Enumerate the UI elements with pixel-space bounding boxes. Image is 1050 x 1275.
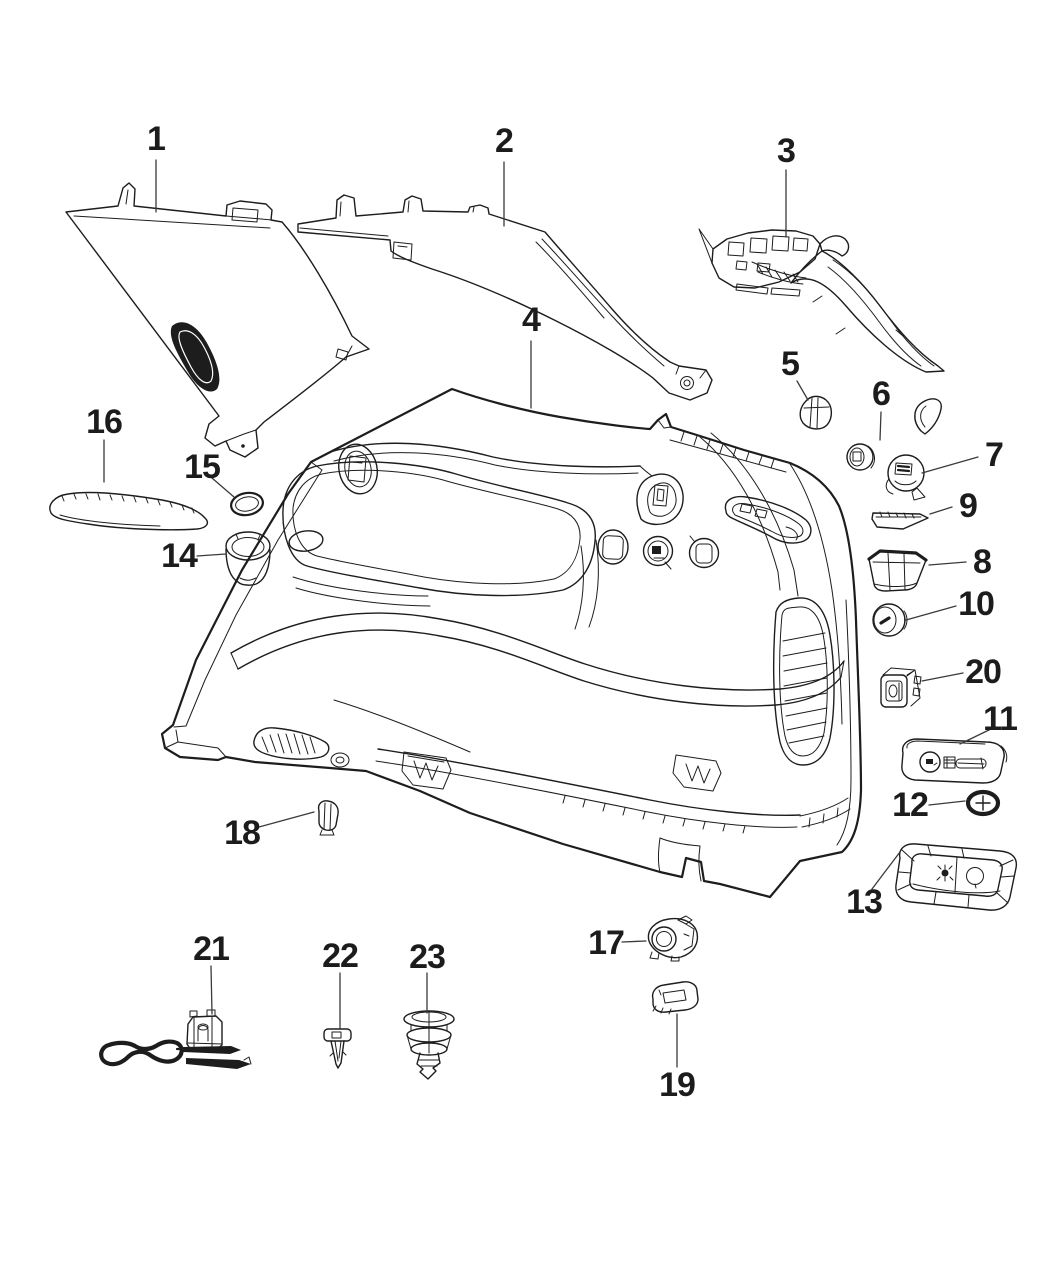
leader-18 bbox=[258, 811, 315, 828]
part-7-retainer-knob bbox=[885, 454, 926, 501]
part-9-trim-strip bbox=[871, 511, 929, 530]
part-21-tethered-clip bbox=[99, 1009, 252, 1069]
part-13-outlet-housing bbox=[895, 843, 1018, 911]
callout-21: 21 bbox=[193, 930, 230, 968]
callout-6: 6 bbox=[872, 375, 891, 413]
callout-9: 9 bbox=[959, 487, 978, 525]
callout-23: 23 bbox=[409, 938, 446, 976]
callout-20: 20 bbox=[965, 653, 1002, 691]
callout-14: 14 bbox=[161, 537, 198, 575]
leader-21 bbox=[210, 965, 213, 1015]
leader-12 bbox=[928, 800, 966, 806]
callout-17: 17 bbox=[588, 924, 625, 962]
part-23-push-pin-rivet bbox=[403, 1010, 455, 1080]
callout-1: 1 bbox=[147, 120, 166, 158]
part-4-quarter-trim-panel bbox=[160, 387, 863, 899]
part-12-screw-cap bbox=[965, 789, 1001, 817]
leader-13 bbox=[871, 851, 901, 890]
part-8-storage-bin bbox=[867, 549, 928, 592]
callout-22: 22 bbox=[322, 937, 359, 975]
callout-19: 19 bbox=[659, 1066, 696, 1104]
part-10-cap bbox=[872, 603, 908, 637]
part-6-socket-plug bbox=[846, 443, 876, 471]
small-cover-shape bbox=[914, 398, 942, 435]
callout-11: 11 bbox=[983, 700, 1018, 738]
part-18-clip bbox=[317, 800, 339, 836]
leader-17 bbox=[621, 940, 647, 943]
leader-14 bbox=[196, 553, 227, 557]
part-16-armrest-pad bbox=[49, 491, 209, 531]
part-17-bracket bbox=[647, 915, 699, 962]
callout-15: 15 bbox=[184, 448, 221, 486]
part-19-retainer-plate bbox=[651, 981, 699, 1015]
leader-7 bbox=[921, 456, 979, 474]
callout-3: 3 bbox=[777, 132, 796, 170]
leader-20 bbox=[921, 672, 964, 682]
callout-12: 12 bbox=[892, 786, 929, 824]
part-20-switch bbox=[880, 667, 922, 708]
leader-5 bbox=[796, 380, 809, 401]
leader-lines bbox=[103, 159, 992, 1068]
callout-4: 4 bbox=[522, 301, 541, 339]
part-22-push-clip bbox=[323, 1028, 352, 1069]
part-2-center-pillar-trim bbox=[297, 194, 713, 401]
callout-10: 10 bbox=[958, 585, 995, 623]
leader-8 bbox=[928, 561, 967, 566]
part-15-ring bbox=[230, 491, 264, 517]
callout-16: 16 bbox=[86, 403, 123, 441]
leader-15 bbox=[211, 477, 235, 498]
leader-11 bbox=[959, 728, 992, 745]
leader-10 bbox=[905, 605, 957, 621]
part-11-outlet-bezel bbox=[901, 738, 1008, 784]
part-5-plug-cap bbox=[799, 395, 833, 430]
part-14-cup-holder bbox=[225, 531, 271, 586]
part-3-right-pillar-trim bbox=[698, 228, 945, 373]
leader-9 bbox=[929, 506, 953, 515]
callout-7: 7 bbox=[985, 436, 1004, 474]
callout-2: 2 bbox=[495, 122, 514, 160]
callout-13: 13 bbox=[846, 883, 883, 921]
callout-8: 8 bbox=[973, 543, 992, 581]
callout-5: 5 bbox=[781, 345, 800, 383]
part-1-left-pillar-trim bbox=[65, 182, 370, 458]
leader-6 bbox=[879, 411, 882, 441]
callout-18: 18 bbox=[224, 814, 261, 852]
